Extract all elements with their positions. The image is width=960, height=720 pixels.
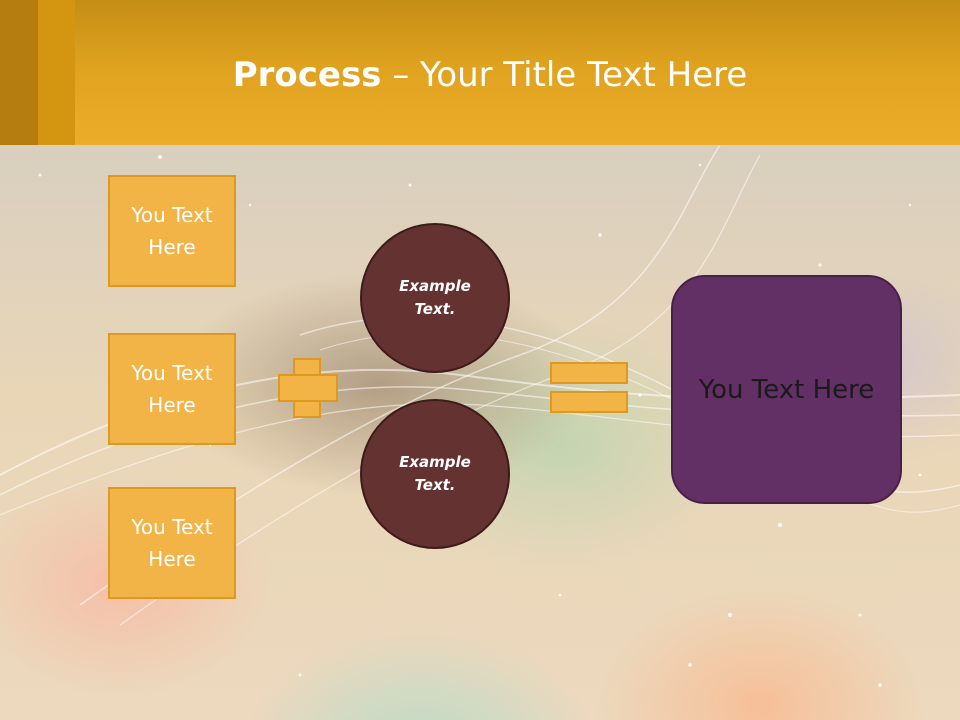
input-box-label: You Text Here bbox=[131, 361, 213, 417]
example-circle-2[interactable]: Example Text. bbox=[360, 399, 510, 549]
title-rest: – Your Title Text Here bbox=[381, 55, 748, 95]
accent-bar bbox=[38, 0, 75, 145]
plus-center bbox=[295, 376, 319, 400]
input-box-2[interactable]: You Text Here bbox=[108, 333, 236, 445]
result-label: You Text Here bbox=[698, 374, 875, 405]
input-box-3[interactable]: You Text Here bbox=[108, 487, 236, 599]
accent-bar bbox=[0, 0, 38, 145]
example-circle-1[interactable]: Example Text. bbox=[360, 223, 510, 373]
circle-label: Example Text. bbox=[399, 453, 471, 494]
equals-bar-bottom bbox=[550, 391, 628, 413]
input-box-label: You Text Here bbox=[131, 515, 213, 571]
result-box[interactable]: You Text Here bbox=[671, 275, 902, 504]
circle-label: Example Text. bbox=[399, 277, 471, 318]
input-box-label: You Text Here bbox=[131, 203, 213, 259]
slide-title[interactable]: Process – Your Title Text Here bbox=[75, 50, 905, 100]
title-bold: Process bbox=[232, 55, 382, 95]
title-banner: Process – Your Title Text Here bbox=[0, 0, 960, 145]
equals-bar-top bbox=[550, 362, 628, 384]
input-box-1[interactable]: You Text Here bbox=[108, 175, 236, 287]
